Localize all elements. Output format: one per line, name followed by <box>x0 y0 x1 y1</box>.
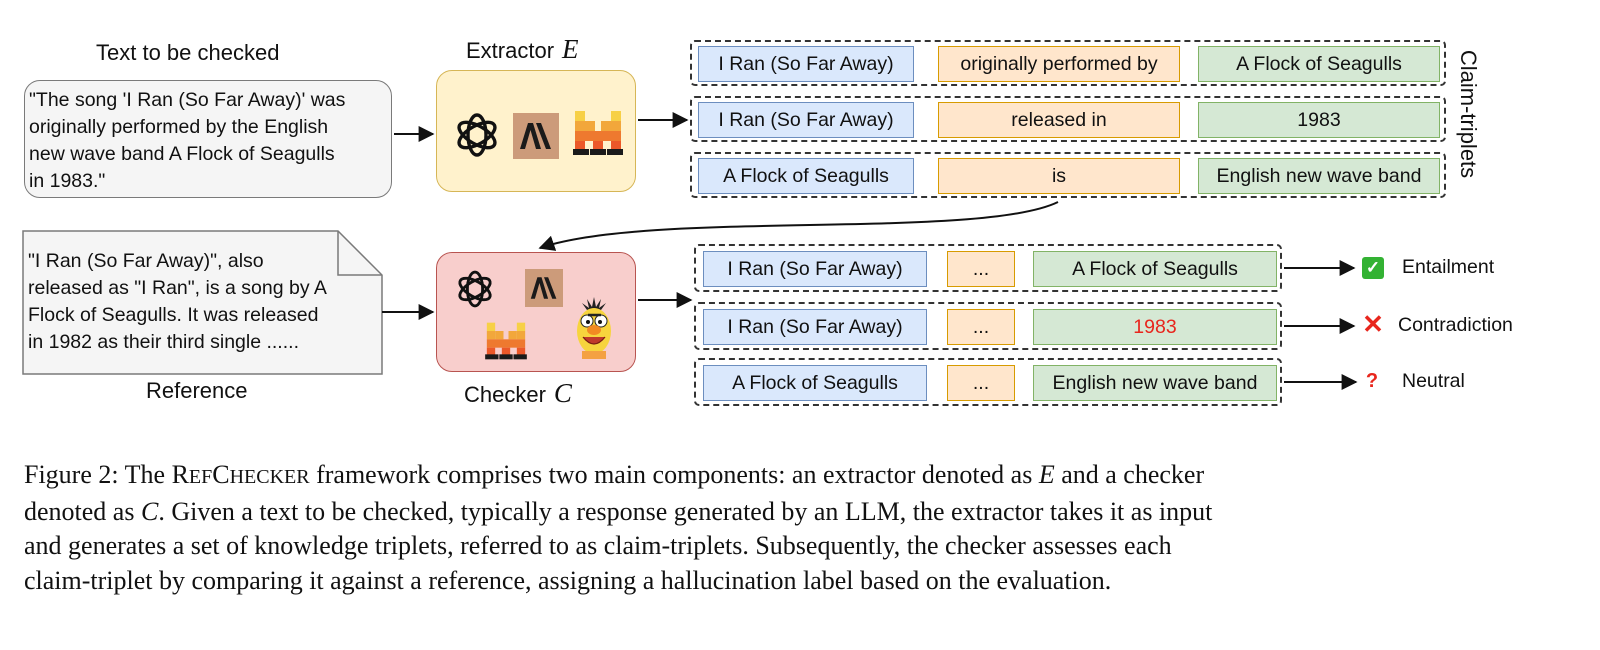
framework-name-ef: EF <box>188 466 213 488</box>
input-text-box: "The song 'I Ran (So Far Away)' was orig… <box>24 80 392 198</box>
anthropic-icon <box>525 269 563 307</box>
checked-row: I Ran (So Far Away) ... 1983 <box>694 302 1282 350</box>
triplet-object: A Flock of Seagulls <box>1198 46 1440 82</box>
checked-subject: I Ran (So Far Away) <box>703 309 927 345</box>
checked-row: I Ran (So Far Away) ... A Flock of Seagu… <box>694 244 1282 292</box>
triplet-subject: I Ran (So Far Away) <box>698 102 914 138</box>
triplet-row: I Ran (So Far Away) originally performed… <box>690 40 1446 86</box>
checked-predicate: ... <box>947 365 1015 401</box>
caption-text: denoted as <box>24 496 141 526</box>
checked-row: A Flock of Seagulls ... English new wave… <box>694 358 1282 406</box>
caption-text: framework comprises two main components:… <box>309 460 1039 489</box>
cross-icon: ✕ <box>1362 309 1384 339</box>
anthropic-icon <box>513 113 559 159</box>
reference-document-shape <box>22 230 383 375</box>
triplet-row: I Ran (So Far Away) released in 1983 <box>690 96 1446 142</box>
figure-caption: Figure 2: The REFCHECKER framework compr… <box>24 458 1584 598</box>
caption-prefix: Figure 2: The <box>24 460 172 489</box>
framework-name-c: C <box>212 460 230 489</box>
triplet-predicate: released in <box>938 102 1180 138</box>
mistral-icon <box>573 111 623 155</box>
arrow-triplets-to-checker <box>538 201 1059 251</box>
question-icon: ? <box>1365 370 1379 392</box>
triplet-subject: I Ran (So Far Away) <box>698 46 914 82</box>
triplet-predicate: originally performed by <box>938 46 1180 82</box>
triplet-predicate: is <box>938 158 1180 194</box>
caption-text: . Given a text to be checked, typically … <box>158 496 1213 526</box>
checked-object: 1983 <box>1033 309 1277 345</box>
extractor-title: Extractor E <box>466 34 579 65</box>
checked-subject: I Ran (So Far Away) <box>703 251 927 287</box>
mistral-icon <box>485 322 527 360</box>
triplet-object: 1983 <box>1198 102 1440 138</box>
checked-predicate: ... <box>947 309 1015 345</box>
caption-line-2: denoted as C. Given a text to be checked… <box>24 495 1584 530</box>
caption-var-c: C <box>140 496 159 526</box>
bert-icon <box>577 297 611 359</box>
openai-icon <box>458 270 492 308</box>
framework-name: REFCHECKER <box>172 460 310 489</box>
caption-text: and a checker <box>1054 460 1205 489</box>
verdict-entailment: Entailment <box>1402 256 1495 278</box>
checked-subject: A Flock of Seagulls <box>703 365 927 401</box>
caption-line-1: Figure 2: The REFCHECKER framework compr… <box>24 458 1584 495</box>
extractor-panel <box>436 70 636 192</box>
extractor-var: E <box>562 34 579 64</box>
checked-predicate: ... <box>947 251 1015 287</box>
openai-icon <box>457 113 497 157</box>
checked-object: English new wave band <box>1033 365 1277 401</box>
verdict-neutral: Neutral <box>1402 370 1465 392</box>
caption-var-e: E <box>1038 460 1055 489</box>
text-to-check-label: Text to be checked <box>96 40 280 65</box>
caption-line-3: and generates a set of knowledge triplet… <box>24 531 1172 560</box>
reference-label: Reference <box>146 378 248 403</box>
extractor-label: Extractor <box>466 38 555 63</box>
framework-name-hecker: HECKER <box>229 466 310 488</box>
triplet-object: English new wave band <box>1198 158 1440 194</box>
checker-label: Checker <box>464 382 546 407</box>
checker-var: C <box>553 378 572 408</box>
reference-text-box: "I Ran (So Far Away)", also released as … <box>28 250 327 353</box>
triplet-row: A Flock of Seagulls is English new wave … <box>690 152 1446 198</box>
check-icon: ✓ <box>1362 257 1384 279</box>
checked-object: A Flock of Seagulls <box>1033 251 1277 287</box>
checker-title: Checker C <box>464 378 572 409</box>
framework-name-r: R <box>171 460 189 489</box>
triplet-subject: A Flock of Seagulls <box>698 158 914 194</box>
caption-line-4: claim-triplet by comparing it against a … <box>24 565 1112 595</box>
verdict-contradiction: Contradiction <box>1398 314 1513 336</box>
checker-panel <box>436 252 636 372</box>
